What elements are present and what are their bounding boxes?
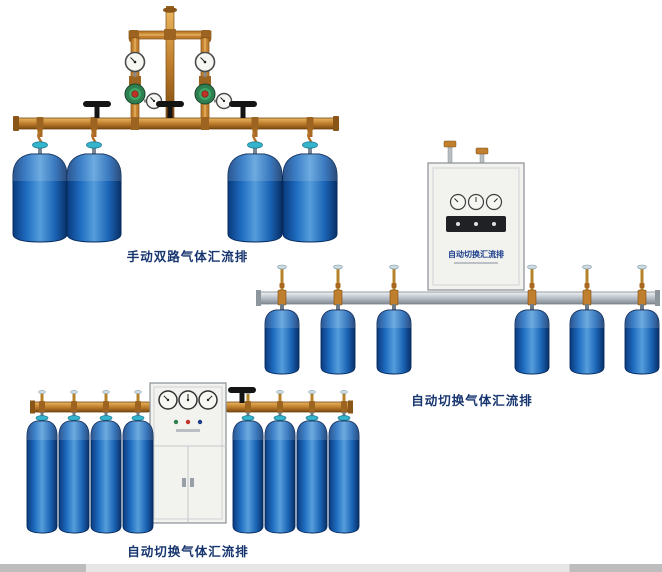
gas-cylinder: [296, 412, 328, 534]
regulator-knob: [201, 90, 209, 98]
indicator-light: [474, 222, 478, 226]
valve-stem: [527, 264, 537, 290]
valve-handwheel: [229, 101, 257, 118]
product-caption-auto-switch-6: 自动切换气体汇流排: [411, 394, 533, 408]
auto-switch-manifold-6-drawing: 自动切换汇流排: [256, 140, 660, 375]
manual-dual-manifold-drawing: [12, 6, 339, 243]
valve-stem: [308, 390, 316, 402]
valve-stem: [637, 264, 647, 290]
cabinet-door-handle: [190, 478, 194, 487]
gas-cylinder: [569, 304, 605, 375]
gas-cylinder: [264, 412, 296, 534]
gas-cylinder: [624, 304, 660, 375]
manifold-header-pipe: [13, 116, 339, 131]
cabinet-gauges: [158, 390, 218, 410]
gas-cylinder: [264, 304, 300, 375]
manifold-valve-stems: [38, 390, 348, 402]
cabinet-gauges: [449, 193, 503, 211]
gas-cylinder: [66, 141, 122, 243]
valve-stem: [277, 264, 287, 290]
valve-stem: [389, 264, 399, 290]
manifold-valve-stems: [277, 264, 647, 290]
figure-auto-switch-manifold-8: [26, 376, 368, 542]
valve-stem: [582, 264, 592, 290]
gas-cylinder: [58, 412, 90, 534]
cylinder-valve-cap: [35, 415, 49, 421]
indicator-light: [173, 419, 179, 425]
indicator-light: [456, 222, 460, 226]
valve-stem: [70, 390, 78, 402]
cylinder-valve-cap: [247, 141, 263, 149]
pressure-regulator-right: [194, 51, 233, 110]
regulator-branch-pipes: [129, 37, 211, 119]
manifold-header-pipe: [256, 289, 660, 306]
auto-switch-manifold-8-drawing: [26, 382, 360, 534]
cylinder-valve-cap: [86, 141, 102, 149]
indicator-light: [197, 419, 203, 425]
cylinder-valve-cap: [241, 415, 255, 421]
figure-manual-dual-manifold: [8, 6, 352, 248]
cylinder-valve-cap: [131, 415, 145, 421]
gas-cylinder: [320, 304, 356, 375]
gas-cylinders: [264, 304, 660, 375]
cabinet-label: 自动切换汇流排: [448, 249, 504, 259]
gas-cylinder: [26, 412, 58, 534]
regulator-knob: [131, 90, 139, 98]
valve-stem: [134, 390, 142, 402]
product-caption-manual-dual: 手动双路气体汇流排: [126, 250, 249, 264]
product-caption-auto-switch-8: 自动切换气体汇流排: [127, 545, 249, 559]
gas-cylinder: [90, 412, 122, 534]
gas-cylinder: [328, 412, 360, 534]
valve-handwheel: [156, 101, 184, 118]
cabinet-subtitle-line: [176, 429, 200, 432]
cylinder-valve-cap: [305, 415, 319, 421]
cabinet-subtitle-line: [454, 262, 498, 264]
cylinder-valve-cap: [273, 415, 287, 421]
valve-stem: [340, 390, 348, 402]
valve-stem: [333, 264, 343, 290]
manifold-header-pipe: [30, 400, 353, 414]
valve-handwheel: [228, 387, 256, 403]
gas-cylinder: [122, 412, 154, 534]
control-cabinet: [149, 382, 227, 524]
cylinder-valve-cap: [302, 141, 318, 149]
gas-cylinder: [12, 141, 68, 243]
gas-cylinder: [514, 304, 550, 375]
valve-stem: [276, 390, 284, 402]
control-cabinet: 自动切换汇流排: [427, 140, 525, 291]
valve-handwheels: [83, 101, 257, 118]
gas-cylinders: [12, 141, 338, 243]
gas-cylinder: [376, 304, 412, 375]
gas-cylinder: [232, 412, 264, 534]
indicator-light: [185, 419, 191, 425]
figure-auto-switch-manifold-6: 自动切换汇流排: [256, 140, 660, 386]
valve-stem: [38, 390, 46, 402]
valve-handwheel: [83, 101, 111, 118]
pressure-regulator-left: [124, 51, 163, 110]
page-edge-strip: [0, 564, 662, 572]
gas-cylinder: [282, 141, 338, 243]
gas-cylinders: [26, 412, 360, 534]
cylinder-valve-cap: [99, 415, 113, 421]
indicator-light: [492, 222, 496, 226]
cylinder-valve-cap: [337, 415, 351, 421]
gas-cylinder: [227, 141, 283, 243]
cylinder-valve-cap: [32, 141, 48, 149]
valve-stem: [102, 390, 110, 402]
cylinder-valve-cap: [67, 415, 81, 421]
cabinet-door-handle: [182, 478, 186, 487]
